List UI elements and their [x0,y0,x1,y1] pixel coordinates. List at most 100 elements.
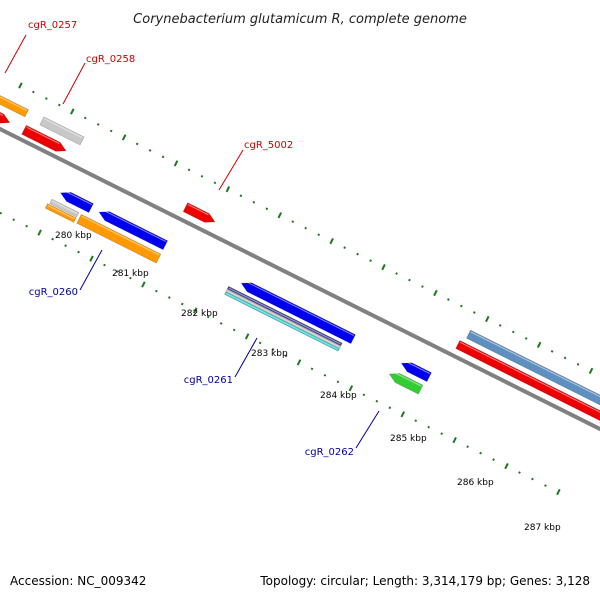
inner-minor-tick [51,237,54,241]
outer-major-tick [485,315,490,323]
outer-minor-tick [252,200,256,204]
outer-minor-tick [395,272,398,275]
gene-callout-line [355,410,380,449]
feature-grey-reverse [49,198,80,218]
feature-grey-forward [39,116,85,146]
inner-minor-tick [232,328,236,332]
gene-callouts: cgR_0257cgR_0258cgR_5002cgR_0260cgR_0261… [4,20,380,458]
feature-red-forward-3-highlight [187,203,209,216]
outer-major-tick [70,108,75,115]
outer-minor-tick [83,116,87,120]
feature-orange-reverse-2 [76,213,162,264]
inner-major-tick [452,437,457,444]
feature-blue-reverse-4-highlight [403,360,431,375]
outer-major-tick [225,186,231,193]
genome-summary-text: Topology: circular; Length: 3,314,179 bp… [260,574,590,588]
feature-track [0,95,600,421]
outer-minor-tick [524,337,528,340]
inner-minor-tick [77,250,80,254]
gene-callout-line [218,149,244,191]
outer-minor-tick [32,90,35,94]
inner-major-tick [556,488,561,496]
inner-major-tick [348,385,354,392]
feature-red-forward-4 [455,340,600,421]
outer-major-tick [329,238,334,245]
kbp-label-280: 280 kbp [55,231,92,241]
inner-minor-tick [64,244,67,247]
inner-minor-tick [25,224,29,228]
feature-red-forward-2 [21,124,67,152]
kbp-label-283: 283 kbp [251,349,288,359]
outer-minor-tick [135,142,139,146]
inner-major-tick [244,333,250,340]
feature-blue-reverse-1 [60,192,94,213]
outer-minor-tick [369,259,372,262]
feature-steelblue-forward-highlight [470,331,600,398]
feature-blue-reverse-2 [98,211,168,251]
inner-major-tick [504,462,509,470]
feature-navy-reverse [226,285,343,347]
outer-major-tick [536,341,542,349]
feature-blue-reverse-1-highlight [62,189,93,206]
outer-minor-tick [109,129,113,133]
gene-label-cgR_0258: cgR_0258 [86,54,135,65]
outer-minor-tick [148,149,152,152]
gene-callout-line [4,34,27,74]
inner-major-tick [89,255,94,262]
outer-minor-tick [291,220,295,224]
gene-label-cgR_0257: cgR_0257 [28,20,77,31]
outer-minor-tick [213,181,217,185]
feature-orange-reverse-2-highlight [81,215,160,256]
gene-callout-line [62,62,86,105]
genome-backbone [0,126,600,432]
inner-major-tick [193,307,198,314]
inner-minor-tick [180,302,184,306]
gene-label-cgR_0262: cgR_0262 [305,447,354,458]
feature-steelblue-forward [466,329,600,406]
outer-minor-tick [265,207,269,211]
inner-minor-tick [427,425,431,429]
inner-minor-tick [375,399,379,403]
inner-minor-tick [129,276,132,280]
accession-text: Accession: NC_009342 [10,574,147,588]
inner-minor-tick [518,471,521,474]
inner-major-tick [296,359,302,366]
inner-minor-tick [323,373,327,377]
feature-cyan-reverse-highlight [225,292,339,350]
kbp-label-281: 281 kbp [112,269,149,279]
outer-minor-tick [408,278,411,282]
feature-red-forward-1 [0,111,11,124]
outer-minor-tick [200,174,204,178]
outer-minor-tick [45,97,48,100]
feature-blue-reverse-3-highlight [243,279,355,337]
outer-minor-tick [356,252,359,256]
gene-callout-line [79,249,103,291]
outer-major-tick [277,212,283,219]
feature-green-reverse [388,373,424,395]
outer-minor-tick [343,246,346,249]
kbp-label-282: 282 kbp [181,309,218,319]
outer-minor-tick [161,155,165,159]
feature-blue-reverse-3 [240,282,356,344]
inner-minor-tick [0,211,3,215]
outer-major-tick [173,160,179,167]
outer-minor-tick [511,330,515,334]
inner-minor-tick [492,458,495,461]
feature-orange-forward [0,95,29,118]
gene-label-cgR_0261: cgR_0261 [184,375,233,386]
outer-minor-tick [239,194,243,198]
inner-minor-tick [414,419,418,423]
inner-minor-tick [12,218,16,222]
feature-grey-forward-highlight [43,118,83,139]
outer-minor-tick [187,168,191,172]
inner-major-tick [141,281,146,288]
feature-cyan-reverse [224,291,340,352]
feature-red-forward-4-highlight [459,341,600,413]
inner-minor-tick [479,451,482,455]
inner-minor-tick [284,354,288,358]
inner-minor-tick [531,477,534,481]
feature-grey-reverse-highlight [51,200,78,214]
inner-minor-tick [116,270,119,273]
